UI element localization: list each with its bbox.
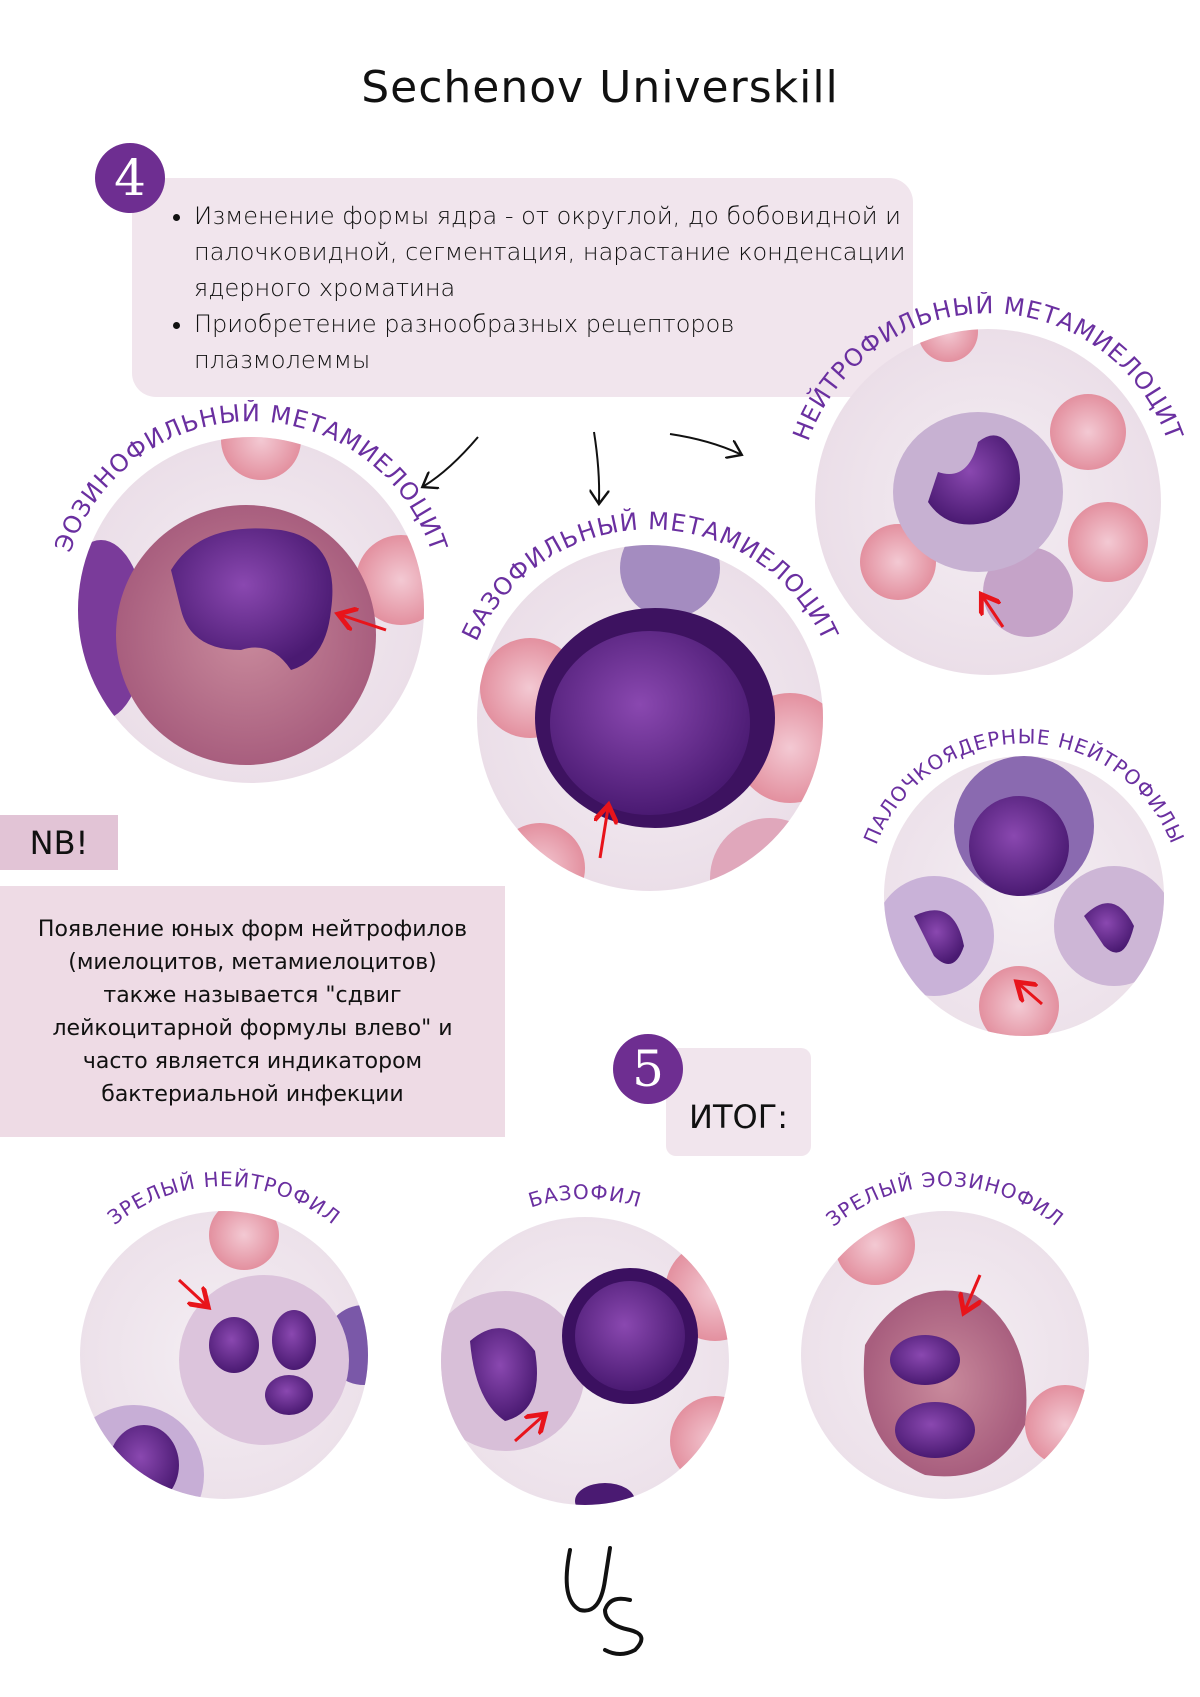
band-neutrophils-image: ПАЛОЧКОЯДЕРНЫЕ НЕЙТРОФИЛЫ xyxy=(859,724,1188,1036)
arrow-to-basophil xyxy=(594,431,599,502)
nb-line: лейкоцитарной формулы влево" и xyxy=(52,1015,453,1041)
nb-line: бактериальной инфекции xyxy=(101,1081,404,1107)
step-4-box: Изменение формы ядра - от округлой, до б… xyxy=(132,178,913,397)
nb-line: (миелоцитов, метамиелоцитов) xyxy=(68,949,437,975)
nb-note: Появление юных форм нейтрофилов (миелоци… xyxy=(0,886,505,1137)
basophil-metamyelocyte-image: БАЗОФИЛЬНЫЙ МЕТАМИЕЛОЦИТ xyxy=(456,508,843,891)
mature-eosinophil-image: ЗРЕЛЫЙ ЭОЗИНОФИЛ xyxy=(801,1167,1089,1499)
arrow-to-eosinophil xyxy=(424,436,479,486)
bullet-nucleus-shape: Изменение формы ядра - от округлой, до б… xyxy=(194,198,913,306)
summary-label: ИТОГ: xyxy=(666,1048,811,1156)
bullet-receptors: Приобретение разнообразных рецепторов пл… xyxy=(194,306,913,378)
basophil-image: БАЗОФИЛ xyxy=(441,1180,729,1505)
nb-label: NB! xyxy=(0,815,118,870)
page-title: Sechenov Universkill xyxy=(361,62,839,113)
step-4-badge: 4 xyxy=(95,143,165,213)
flow-arrows xyxy=(0,431,1200,560)
eosinophil-metamyelocyte-image: ЭОЗИНОФИЛЬНЫЙ МЕТАМИЕЛОЦИТ xyxy=(49,400,452,783)
arrow-to-neutrophil xyxy=(669,433,740,454)
universkill-logo xyxy=(564,1546,644,1656)
mature-neutrophil-image: ЗРЕЛЫЙ НЕЙТРОФИЛ xyxy=(80,1167,368,1499)
svg-text:БАЗОФИЛ: БАЗОФИЛ xyxy=(526,1180,645,1213)
nb-line: также называется "сдвиг xyxy=(103,982,402,1008)
basophil-label: БАЗОФИЛ xyxy=(526,1180,644,1213)
nb-line: часто является индикатором xyxy=(82,1048,423,1074)
step-5-badge: 5 xyxy=(613,1034,683,1104)
neutrophil-metamyelocyte-image: НЕЙТРОФИЛЬНЫЙ МЕТАМИЕЛОЦИТ xyxy=(787,292,1188,675)
nb-line: Появление юных форм нейтрофилов xyxy=(37,916,468,942)
